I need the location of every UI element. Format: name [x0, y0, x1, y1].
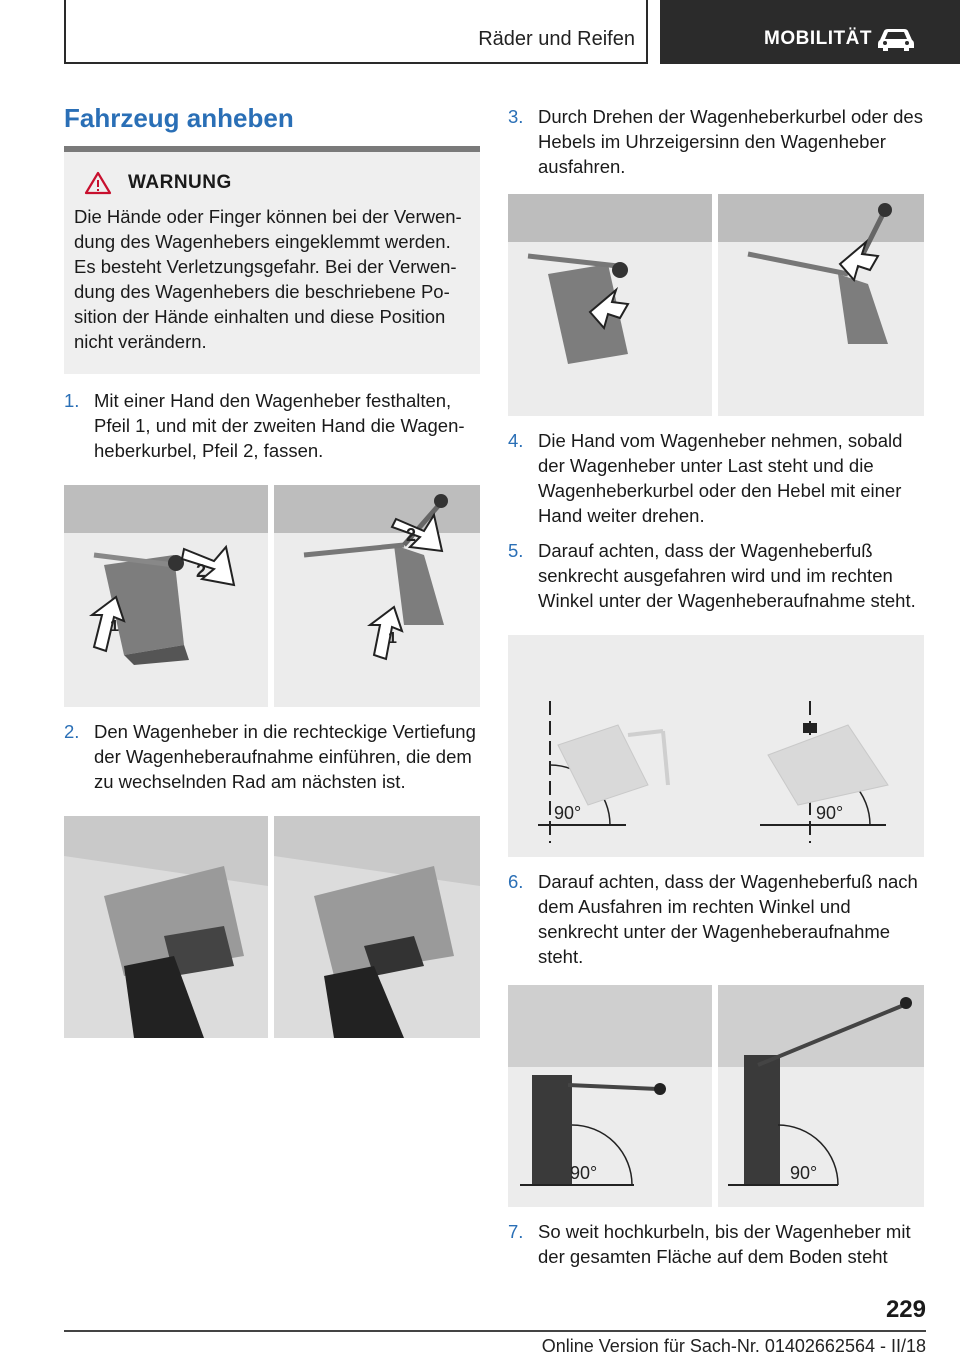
figure-callout-2: 2: [196, 561, 206, 581]
step-text: Mit einer Hand den Wagenheber festhalten…: [94, 390, 465, 461]
angle-label-right: 90°: [816, 803, 843, 823]
right-column: 3. Durch Drehen der Wagenheberkurbel ode…: [508, 104, 926, 1269]
step-text: So weit hochkurbeln, bis der Wagenheber …: [538, 1221, 911, 1267]
angle-label-left: 90°: [570, 1163, 597, 1183]
figure-callout-1b: 1: [388, 630, 397, 647]
step-6: 6. Darauf achten, dass der Wagenheberfuß…: [508, 869, 926, 969]
step-text: Darauf achten, dass der Wagenheberfuß se…: [538, 540, 916, 611]
step-number: 6.: [508, 871, 524, 892]
figure-hold-jack: 2 2 1 1: [64, 485, 480, 707]
warning-triangle-icon: [84, 171, 112, 195]
step-number: 1.: [64, 390, 80, 411]
step-number: 2.: [64, 721, 80, 742]
step-2: 2. Den Wagenheber in die rechteckige Ver…: [64, 719, 480, 794]
footer-version-text: Online Version für Sach-Nr. 01402662564 …: [541, 1336, 926, 1356]
step-number: 3.: [508, 106, 524, 127]
car-icon: [878, 29, 914, 51]
header-frame: [64, 0, 648, 64]
figure-callout-1: 1: [110, 618, 119, 635]
figure-right-angle-diagram: 90° 90°: [508, 635, 924, 857]
angle-label-left: 90°: [554, 803, 581, 823]
title-rule: [64, 146, 480, 152]
step-text: Durch Drehen der Wagenheberkurbel oder d…: [538, 106, 923, 177]
warning-header: WARNUNG: [84, 168, 470, 198]
warning-title: WARNUNG: [128, 172, 232, 193]
step-number: 5.: [508, 540, 524, 561]
warning-text: Die Hände oder Finger können bei der Ver…: [74, 206, 462, 352]
step-text: Den Wagenheber in die rechteckige Vertie…: [94, 721, 476, 792]
footer-rule: [64, 1330, 926, 1332]
step-3: 3. Durch Drehen der Wagenheberkurbel ode…: [508, 104, 926, 179]
step-1: 1. Mit einer Hand den Wagenheber festhal…: [64, 388, 480, 463]
figure-insert-jack: [64, 816, 480, 1038]
figure-callout-2b: 2: [406, 525, 416, 545]
page-title: Fahrzeug anheben: [64, 103, 294, 133]
figure-crank-jack: [508, 194, 924, 416]
step-5: 5. Darauf achten, dass der Wagenheberfuß…: [508, 538, 926, 613]
step-7: 7. So weit hochkurbeln, bis der Wagenheb…: [508, 1219, 926, 1269]
header-chapter-tab[interactable]: MOBILITÄT: [660, 0, 960, 64]
step-text: Darauf achten, dass der Wagenheberfuß na…: [538, 871, 918, 967]
figure-extended-jack: 90° 90°: [508, 985, 924, 1207]
left-column: Fahrzeug anheben WARNUNG Die Hände oder …: [64, 96, 480, 1038]
warning-box: WARNUNG Die Hände oder Finger können bei…: [64, 152, 480, 374]
header-chapter-label: MOBILITÄT: [764, 28, 872, 49]
angle-label-right: 90°: [790, 1163, 817, 1183]
step-number: 7.: [508, 1221, 524, 1242]
page-number: 229: [885, 1296, 926, 1323]
header-section-title: Räder und Reifen: [478, 28, 635, 50]
step-number: 4.: [508, 430, 524, 451]
step-text: Die Hand vom Wagenheber nehmen, sobald d…: [538, 430, 903, 526]
step-4: 4. Die Hand vom Wagenheber nehmen, sobal…: [508, 428, 926, 528]
